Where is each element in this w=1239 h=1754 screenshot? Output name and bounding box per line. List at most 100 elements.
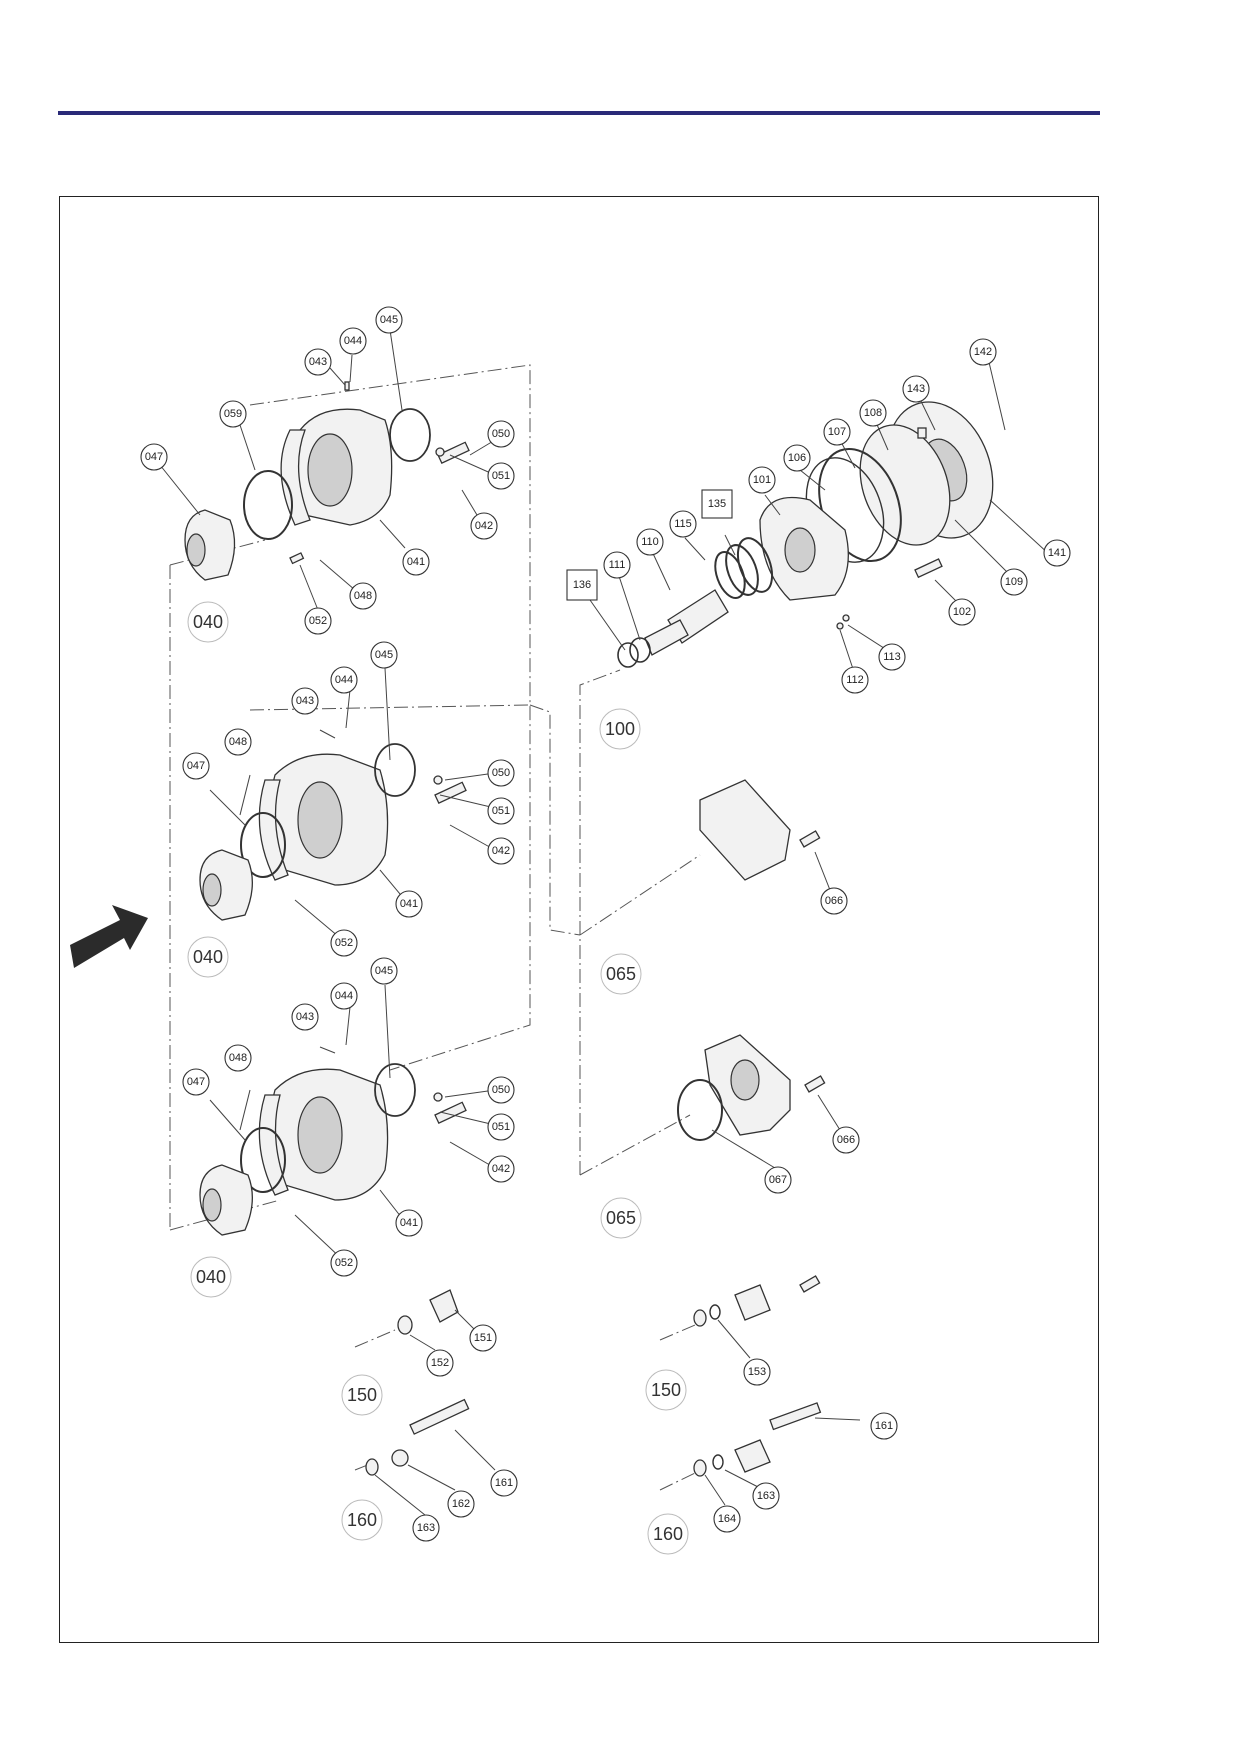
svg-text:066: 066 [837, 1134, 855, 1146]
header-rule [58, 111, 1100, 115]
svg-text:107: 107 [828, 426, 846, 438]
callout-042: 042 [470, 512, 498, 540]
svg-text:163: 163 [757, 1490, 775, 1502]
callout-066: 066 [832, 1126, 860, 1154]
callout-041: 041 [395, 890, 423, 918]
valve-assembly-a [397, 1289, 476, 1351]
callout-042: 042 [487, 837, 515, 865]
callout-143: 143 [902, 375, 930, 403]
callout-136: 136 [566, 569, 598, 601]
hub-assembly-bottom [199, 984, 496, 1263]
callout-042: 042 [487, 1155, 515, 1183]
svg-text:161: 161 [495, 1477, 513, 1489]
callout-161: 161 [870, 1412, 898, 1440]
svg-text:163: 163 [417, 1522, 435, 1534]
svg-text:150: 150 [347, 1385, 377, 1405]
callout-164: 164 [713, 1505, 741, 1533]
svg-text:042: 042 [492, 845, 510, 857]
svg-text:113: 113 [883, 651, 901, 663]
svg-text:040: 040 [193, 612, 223, 632]
svg-text:151: 151 [474, 1332, 492, 1344]
group-label-065-a: 065 [600, 953, 642, 995]
callout-044: 044 [339, 327, 367, 355]
svg-text:141: 141 [1048, 547, 1066, 559]
svg-text:164: 164 [718, 1513, 736, 1525]
brake-assembly [589, 357, 1051, 676]
svg-text:111: 111 [609, 559, 626, 571]
callout-043: 043 [304, 348, 332, 376]
direction-arrow-icon [70, 905, 148, 968]
svg-text:048: 048 [229, 736, 247, 748]
callout-045: 045 [375, 306, 403, 334]
svg-text:047: 047 [187, 1076, 205, 1088]
callout-161: 161 [490, 1469, 518, 1497]
callout-115: 115 [669, 510, 697, 538]
hub-assembly-top [159, 329, 496, 616]
group-label-040-bottom: 040 [190, 1256, 232, 1298]
callout-163: 163 [752, 1482, 780, 1510]
group-label-065-b: 065 [600, 1197, 642, 1239]
svg-text:052: 052 [335, 1257, 353, 1269]
callout-050: 050 [487, 420, 515, 448]
svg-text:042: 042 [492, 1163, 510, 1175]
bleed-assembly-a [365, 1398, 496, 1516]
callout-059: 059 [219, 400, 247, 428]
callout-047: 047 [140, 443, 168, 471]
callout-151: 151 [469, 1324, 497, 1352]
callout-052: 052 [330, 929, 358, 957]
svg-text:102: 102 [953, 606, 971, 618]
callout-107: 107 [823, 418, 851, 446]
svg-text:066: 066 [825, 895, 843, 907]
callout-110: 110 [636, 528, 664, 556]
group-label-160-a: 160 [341, 1499, 383, 1541]
svg-text:042: 042 [475, 520, 493, 532]
svg-text:050: 050 [492, 767, 510, 779]
svg-text:044: 044 [335, 990, 353, 1002]
cover-assembly-b [677, 1034, 841, 1169]
group-label-040-top: 040 [187, 601, 229, 643]
svg-text:050: 050 [492, 428, 510, 440]
cover-assembly-a [699, 779, 831, 891]
svg-text:106: 106 [788, 452, 806, 464]
svg-text:052: 052 [335, 937, 353, 949]
hub-assembly-middle [199, 667, 496, 943]
svg-text:045: 045 [380, 314, 398, 326]
svg-text:051: 051 [492, 470, 510, 482]
svg-text:065: 065 [606, 1208, 636, 1228]
callout-051: 051 [487, 797, 515, 825]
callout-047: 047 [182, 1068, 210, 1096]
callout-108: 108 [859, 399, 887, 427]
callout-152: 152 [426, 1349, 454, 1377]
svg-text:044: 044 [335, 674, 353, 686]
svg-text:065: 065 [606, 964, 636, 984]
group-label-160-b: 160 [647, 1513, 689, 1555]
drawing-frame [59, 196, 1099, 1643]
svg-text:041: 041 [400, 1217, 418, 1229]
svg-text:045: 045 [375, 965, 393, 977]
callout-051: 051 [487, 1113, 515, 1141]
svg-text:115: 115 [674, 518, 692, 530]
callout-111: 111 [603, 551, 631, 579]
svg-text:101: 101 [753, 474, 771, 486]
svg-text:161: 161 [875, 1420, 893, 1432]
svg-text:043: 043 [309, 356, 327, 368]
svg-text:136: 136 [573, 579, 591, 591]
callout-135: 135 [701, 489, 733, 519]
svg-text:160: 160 [653, 1524, 683, 1544]
callout-043: 043 [291, 687, 319, 715]
svg-text:059: 059 [224, 408, 242, 420]
svg-text:152: 152 [431, 1357, 449, 1369]
group-label-150-b: 150 [645, 1369, 687, 1411]
group-label-040-middle: 040 [187, 936, 229, 978]
svg-text:041: 041 [407, 556, 425, 568]
callout-112: 112 [841, 666, 869, 694]
svg-text:051: 051 [492, 805, 510, 817]
callout-048: 048 [224, 1044, 252, 1072]
svg-text:044: 044 [344, 335, 362, 347]
svg-text:112: 112 [846, 674, 864, 686]
callout-141: 141 [1043, 539, 1071, 567]
callout-045: 045 [370, 957, 398, 985]
svg-text:047: 047 [145, 451, 163, 463]
svg-text:040: 040 [193, 947, 223, 967]
